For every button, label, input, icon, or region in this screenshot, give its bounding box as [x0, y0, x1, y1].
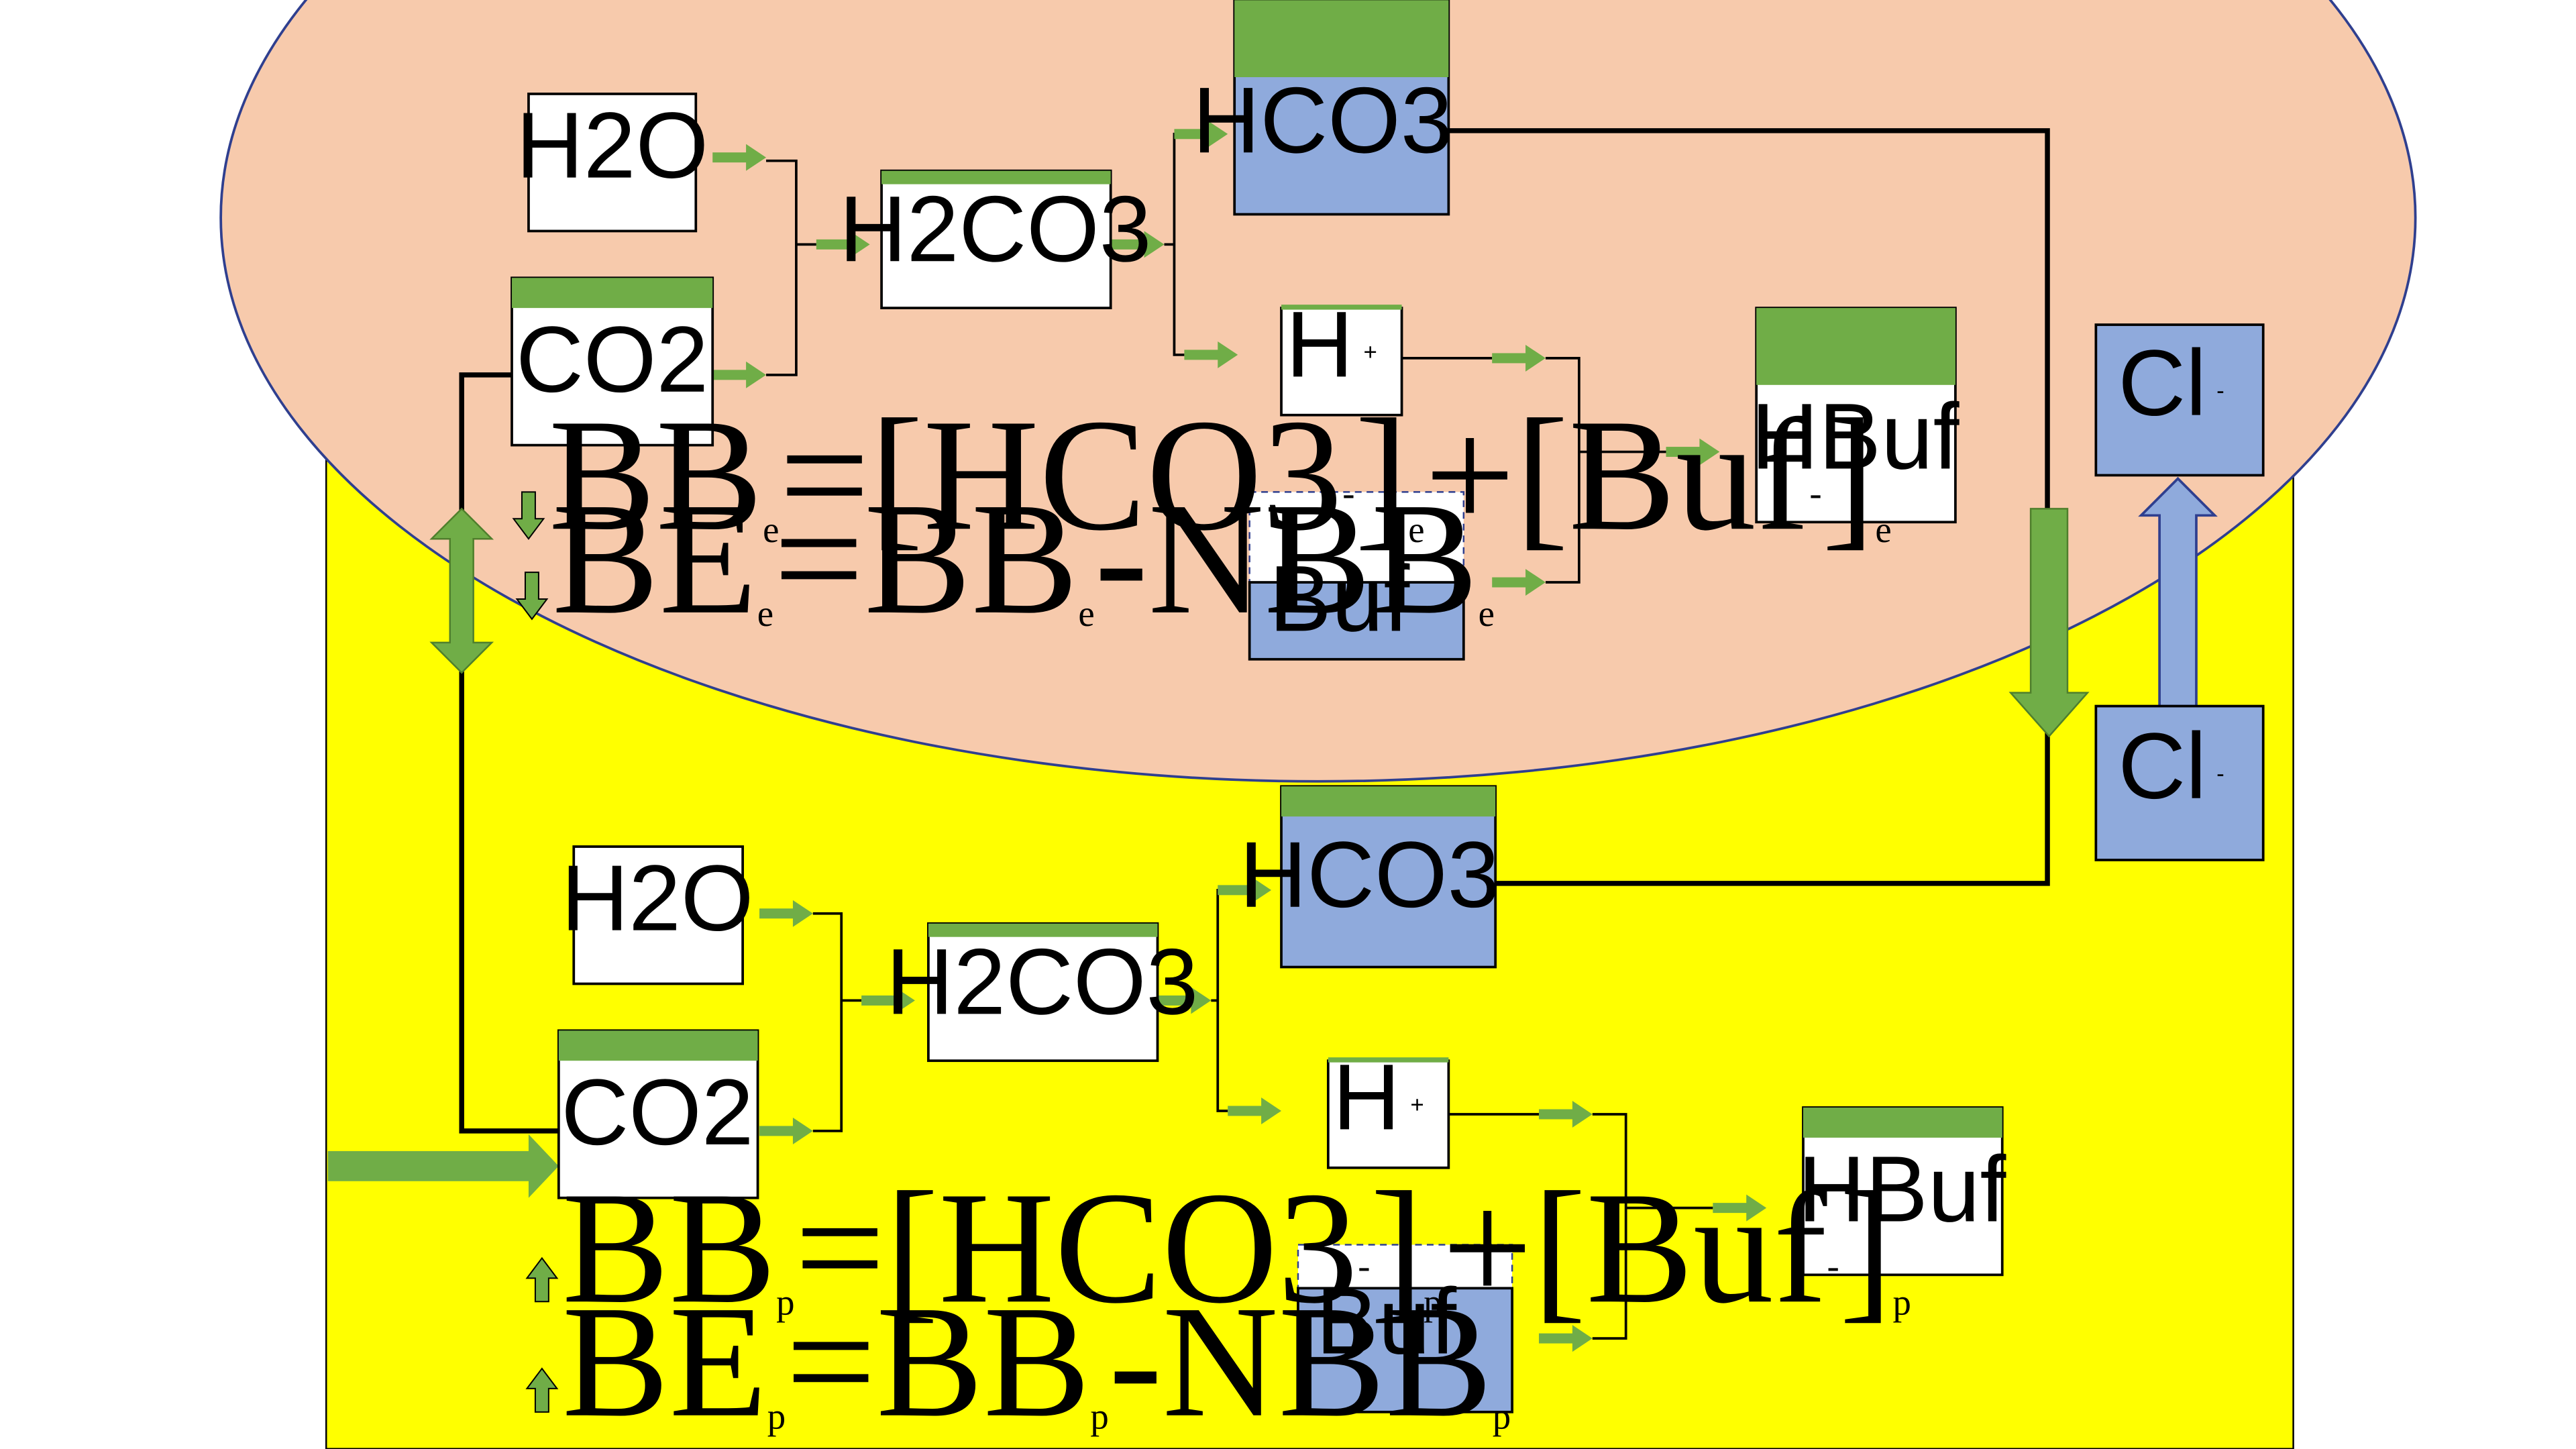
- plasma-h-label: H: [1333, 1044, 1401, 1149]
- ery-h-box: H+: [1280, 292, 1403, 417]
- down-arrow-icon: [512, 491, 545, 540]
- ery-h2o-label: H2O: [516, 93, 708, 198]
- ery-hco3-box: HCO3-: [1193, 0, 1471, 216]
- ery-formula-be: BEe=BBe-NBBe: [515, 470, 1495, 647]
- svg-text:BBp=[HCO3-]p+[Buf-]p: BBp=[HCO3-]p+[Buf-]p: [562, 1159, 1911, 1336]
- plasma-h-box: H+: [1326, 1044, 1450, 1169]
- plasma-formula-be: BEp=BBp-NBBp: [525, 1273, 1511, 1449]
- plasma-hbuf-label: HBuf: [1798, 1137, 2006, 1242]
- chloride-shift-arrow: [2138, 476, 2218, 708]
- ery-h-charge: +: [1364, 339, 1377, 365]
- svg-text:Buf-: Buf-: [1269, 546, 1428, 651]
- svg-text:HCO3-: HCO3-: [1239, 822, 1517, 927]
- plasma-cl-label: Cl: [2118, 714, 2206, 818]
- ery-h2o-box: H2O: [516, 93, 708, 233]
- ery-co2-label: CO2: [516, 307, 708, 412]
- up-arrow-icon: [525, 1256, 559, 1303]
- svg-text:BEp=BBp-NBBp: BEp=BBp-NBBp: [562, 1273, 1511, 1449]
- plasma-buf-label: Buf: [1316, 1269, 1457, 1374]
- ery-h2co3-label: H2CO3: [839, 176, 1152, 281]
- plasma-h2co3-label: H2CO3: [886, 929, 1199, 1034]
- ery-hco3-charge: -: [1462, 115, 1470, 141]
- plasma-co2-box: CO2: [557, 1029, 759, 1199]
- plasma-h2o-label: H2O: [561, 846, 753, 951]
- ery-hbuf-label: HBuf: [1751, 384, 1960, 488]
- plasma-co2-label: CO2: [561, 1060, 753, 1165]
- ery-cl-box: Cl-: [2094, 323, 2265, 477]
- svg-text:H+: H+: [1333, 1044, 1424, 1149]
- down-arrow-icon: [515, 572, 549, 621]
- plasma-buf-box: Buf-: [1297, 1244, 1513, 1413]
- co2-exchange-line: [459, 372, 559, 1134]
- svg-text:HCO3-: HCO3-: [1193, 68, 1471, 172]
- plasma-hco3-box: HCO3-: [1239, 785, 1517, 969]
- ery-h2co3-box: H2CO3: [839, 169, 1152, 309]
- co2-exchange-arrow: [429, 507, 494, 674]
- plasma-h-charge: +: [1410, 1091, 1424, 1118]
- up-arrow-icon: [525, 1367, 559, 1413]
- plasma-cl-box: Cl-: [2094, 704, 2265, 861]
- svg-text:Buf-: Buf-: [1316, 1269, 1474, 1374]
- plasma-h2o-box: H2O: [561, 845, 753, 985]
- ery-cl-charge: -: [2216, 378, 2224, 404]
- plasma-reactions: [759, 876, 1767, 1352]
- svg-text:Cl-: Cl-: [2118, 331, 2224, 435]
- plasma-hco3-label: HCO3: [1239, 822, 1499, 927]
- hco3-exchange-arrow: [2008, 508, 2090, 738]
- ery-formula-bb: BBe=[HCO3-]e+[Buf-]e: [512, 386, 1892, 564]
- plasma-hbuf-box: HBuf: [1798, 1106, 2006, 1277]
- plasma-h2co3-box: H2CO3: [886, 922, 1199, 1063]
- plasma-cl-charge: -: [2216, 761, 2224, 787]
- ery-buf-label: Buf: [1269, 546, 1410, 651]
- hco3-exchange-line: [1448, 128, 2050, 886]
- ery-cl-label: Cl: [2118, 331, 2206, 435]
- svg-text:BEe=BBe-NBBe: BEe=BBe-NBBe: [552, 470, 1495, 647]
- ery-buf-box: Buf-: [1248, 491, 1465, 661]
- plasma-buf-charge: -: [1466, 1316, 1474, 1342]
- plasma-formula-bb: BBp=[HCO3-]p+[Buf-]p: [525, 1159, 1911, 1336]
- ery-h-label: H: [1286, 292, 1354, 396]
- ery-buf-charge: -: [1419, 593, 1428, 619]
- plasma-hco3-charge: -: [1509, 869, 1517, 896]
- ery-co2-box: CO2: [511, 276, 714, 447]
- ery-hbuf-box: HBuf: [1751, 307, 1960, 524]
- ery-hco3-label: HCO3: [1193, 68, 1453, 172]
- svg-text:BBe=[HCO3-]e+[Buf-]e: BBe=[HCO3-]e+[Buf-]e: [549, 386, 1892, 564]
- svg-text:Cl-: Cl-: [2118, 714, 2224, 818]
- erythrocyte-reactions: [712, 120, 1720, 596]
- svg-text:H+: H+: [1286, 292, 1377, 396]
- plasma-co2-inflow-arrow: [327, 1134, 559, 1198]
